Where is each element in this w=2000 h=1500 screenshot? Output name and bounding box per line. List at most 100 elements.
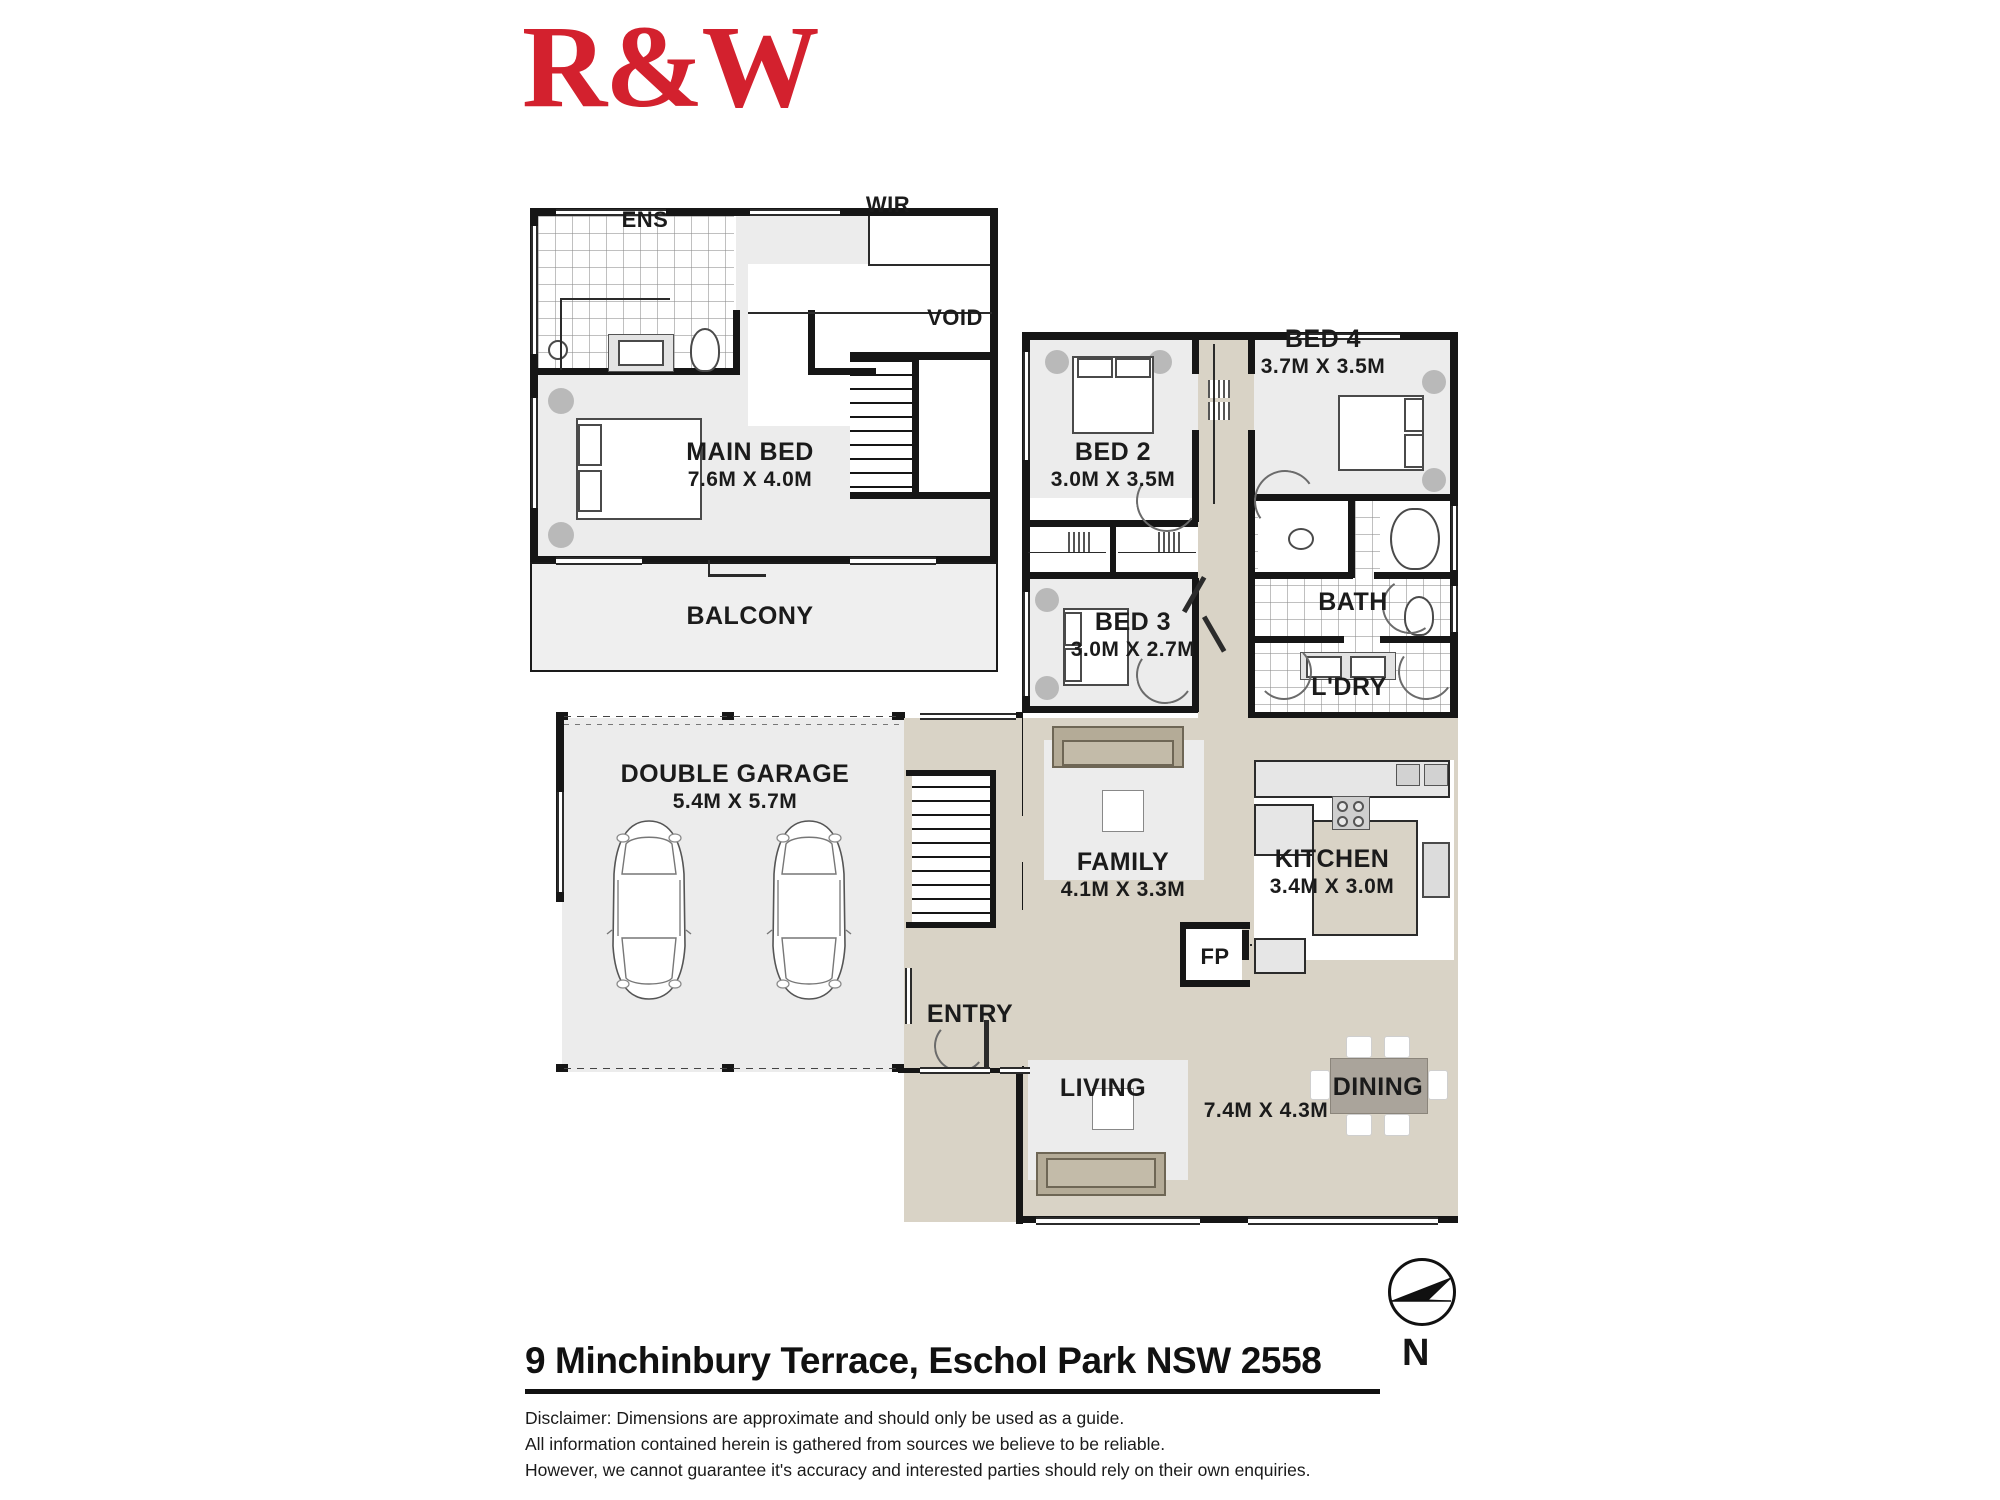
cooktop-burner-1 [1337,801,1348,812]
kitchen-island [1312,820,1418,936]
wir-outline-left [868,216,870,266]
ldry-wall-top-right [1380,636,1458,643]
living-wall-left-lower [1016,1066,1023,1224]
lower-stair-floor [912,774,994,924]
room-label-bed3: BED 3 3.0M X 2.7M [1070,608,1196,661]
kitchen-appliance-1 [1396,764,1420,786]
window-ens-left [531,226,538,354]
disclaimer-line-1: Disclaimer: Dimensions are approximate a… [525,1408,1125,1428]
robe-line-left [1028,552,1106,553]
bed4-pillow-1 [1404,398,1424,432]
linen-hatch-2 [1208,402,1230,420]
dining-chair-1 [1346,1036,1372,1058]
wir-outline-bottom [748,312,992,314]
void-wall-bottom [850,492,998,499]
room-label-main-bed: MAIN BED 7.6M X 4.0M [686,438,814,491]
address-underline [525,1389,1380,1394]
upper-stair-floor [850,358,918,498]
fp-wall-left [1180,928,1186,986]
ens-toilet-icon [690,328,720,372]
bath-toilet-icon [1404,596,1434,636]
bed4-nightstand-top [1422,370,1446,394]
disclaimer-block: Disclaimer: Dimensions are approximate a… [525,1405,1310,1483]
ens-shower-screen-h [560,298,670,300]
room-label-wir: WIR [865,192,911,217]
balcony-floor [530,562,998,672]
window-entry-left [905,968,912,1024]
stair-head-wall [850,352,992,360]
robe-hatch-left [1068,532,1090,552]
room-label-ldry: L'DRY [1311,673,1387,701]
bed3-pillow-1 [1064,612,1082,646]
fp-marker [1250,944,1252,946]
ens-vanity-sink [618,340,664,366]
room-label-dining: DINING [1332,1073,1424,1101]
window-bed3-left [1023,592,1030,696]
window-ens-top [556,209,666,216]
compass-circle [1388,1258,1456,1326]
dining-chair-5 [1310,1070,1330,1100]
void-wall-left [912,352,919,498]
bathtub-icon [1390,508,1440,570]
room-label-living: LIVING [1059,1074,1147,1102]
wc-wall-right [1348,500,1355,578]
dining-table [1330,1058,1428,1114]
ensuite-basin-icon [1288,528,1314,550]
wc-wall-bottom [1253,572,1353,579]
dining-chair-2 [1384,1036,1410,1058]
fp-wall-bottom [1180,980,1250,987]
ens-wall-right [733,310,740,374]
stair-wall-top [906,770,996,776]
dining-chair-3 [1346,1114,1372,1136]
family-coffee-table [1102,790,1144,832]
dining-chair-4 [1384,1114,1410,1136]
room-label-balcony: BALCONY [686,602,814,630]
fireplace-floor [1186,928,1242,986]
bath-wall-top [1248,494,1458,501]
rw-logo: R&W [522,1,820,132]
window-entry-bottom-left [920,1067,990,1074]
bath-wall-left [1248,500,1255,718]
garage-door-dash-top2 [564,724,900,725]
bed3-nightstand-top [1035,588,1059,612]
stair-wall-right [990,770,996,928]
bed3-pillow-2 [1064,648,1082,682]
window-bed2-left [1023,352,1030,460]
window-balcony-right [850,557,936,565]
wir-wall-left [808,310,815,374]
window-living-bottom-right [1248,1217,1438,1225]
garage-door-dash-top [564,716,900,717]
living-wall-bottom [1016,1216,1458,1223]
garage-door-dash-bottom [564,1068,900,1069]
family-sofa-cushions [1062,740,1174,766]
room-label-bed2: BED 2 3.0M X 3.5M [1050,438,1176,491]
robes-wall-bottom [1022,572,1198,579]
room-label-garage: DOUBLE GARAGE 5.4M X 5.7M [620,760,850,813]
living-coffee-table [1092,1088,1134,1130]
wir-outline-top [868,264,990,266]
room-label-kitchen: KITCHEN 3.4M X 3.0M [1269,845,1395,898]
window-entry-top [920,713,1016,720]
robe-line-right [1118,552,1196,553]
stair-wall-bottom [906,922,996,928]
room-label-fp: FP [1200,944,1230,969]
wing-wall-top [1022,332,1458,340]
room-label-void: VOID [927,305,983,330]
linen-hatch-1 [1208,380,1230,398]
car-icon-left [606,820,692,1000]
room-label-living-dim: 7.4M X 4.3M [1203,1099,1329,1122]
ens-basin-icon [548,340,568,360]
room-label-bed4: BED 4 3.7M X 3.5M [1260,325,1386,378]
bed4-pillow-2 [1404,434,1424,468]
window-living-bottom-left [1036,1217,1200,1225]
disclaimer-line-3: However, we cannot guarantee it's accura… [525,1460,1311,1480]
disclaimer-line-2: All information contained herein is gath… [525,1434,1166,1454]
main-bed-pillow-2 [578,470,602,512]
bed4-nightstand-bottom [1422,468,1446,492]
cooktop-burner-2 [1353,801,1364,812]
bed4-hall-wall-a [1248,338,1255,374]
wing-wall-right [1450,332,1458,1022]
cooktop-burner-4 [1353,816,1364,827]
upper-wall-bottom [530,556,998,564]
